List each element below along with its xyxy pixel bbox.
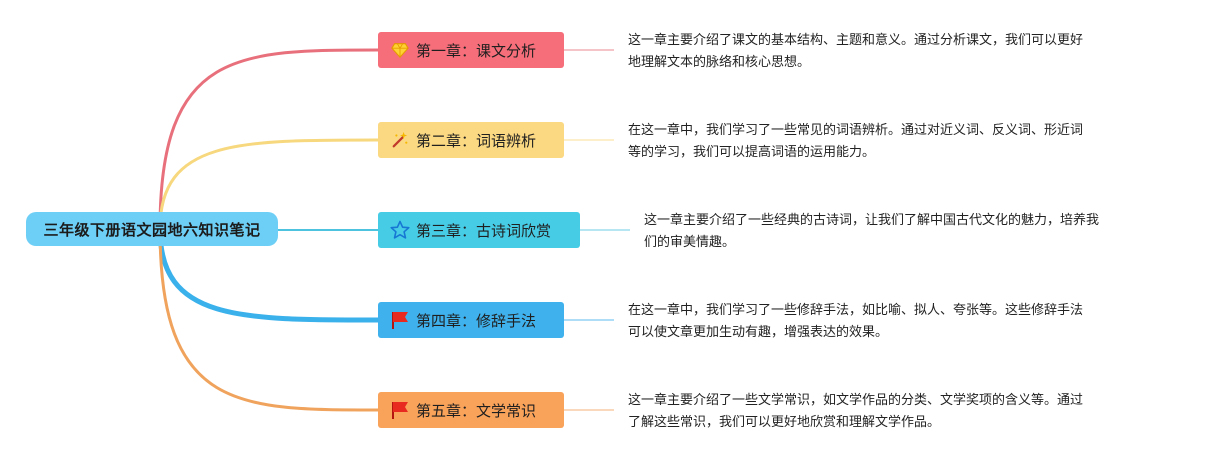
chapter-3-description: 这一章主要介绍了一些经典的古诗词，让我们了解中国古代文化的魅力，培养我 们的审美… <box>644 210 1099 254</box>
description-line: 可以使文章更加生动有趣，增强表达的效果。 <box>628 325 889 340</box>
chapter-5-label: 第五章：文学常识 <box>416 401 537 420</box>
branch-curve <box>158 48 380 231</box>
description-line: 们的审美情趣。 <box>644 235 736 250</box>
chapter-2-description: 在这一章中，我们学习了一些常见的词语辨析。通过对近义词、反义词、形近词 等的学习… <box>628 120 1083 164</box>
description-line: 这一章主要介绍了课文的基本结构、主题和意义。通过分析课文，我们可以更好 <box>628 33 1084 48</box>
description-line: 这一章主要介绍了一些经典的古诗词，让我们了解中国古代文化的魅力，培养我 <box>644 213 1100 228</box>
chapter-4-node[interactable]: 第四章：修辞手法 <box>378 302 564 338</box>
diamond-icon <box>390 40 410 60</box>
description-line: 这一章主要介绍了一些文学常识，如文学作品的分类、文学奖项的含义等。通过 <box>628 393 1084 408</box>
description-line: 在这一章中，我们学习了一些修辞手法，如比喻、拟人、夸张等。这些修辞手法 <box>628 303 1084 318</box>
star-icon <box>390 220 410 240</box>
description-line: 等的学习，我们可以提高词语的运用能力。 <box>628 145 876 160</box>
chapter-1-description: 这一章主要介绍了课文的基本结构、主题和意义。通过分析课文，我们可以更好 地理解文… <box>628 30 1083 74</box>
flag-icon <box>390 400 410 420</box>
chapter-2-node[interactable]: 第二章：词语辨析 <box>378 122 564 158</box>
branch-curve <box>158 227 380 412</box>
description-line: 在这一章中，我们学习了一些常见的词语辨析。通过对近义词、反义词、形近词 <box>628 123 1084 138</box>
root-topic[interactable]: 三年级下册语文园地六知识笔记 <box>26 212 278 246</box>
chapter-2-label: 第二章：词语辨析 <box>416 131 537 150</box>
description-line: 了解这些常识，我们可以更好地欣赏和理解文学作品。 <box>628 415 941 430</box>
root-topic-label: 三年级下册语文园地六知识笔记 <box>43 220 261 239</box>
chapter-1-label: 第一章：课文分析 <box>416 41 537 60</box>
chapter-3-label: 第三章：古诗词欣赏 <box>416 221 552 240</box>
branch-curve <box>157 226 381 323</box>
branch-curve <box>158 138 380 231</box>
chapter-5-description: 这一章主要介绍了一些文学常识，如文学作品的分类、文学奖项的含义等。通过 了解这些… <box>628 390 1083 434</box>
chapter-1-node[interactable]: 第一章：课文分析 <box>378 32 564 68</box>
chapter-5-node[interactable]: 第五章：文学常识 <box>378 392 564 428</box>
chapter-4-description: 在这一章中，我们学习了一些修辞手法，如比喻、拟人、夸张等。这些修辞手法 可以使文… <box>628 300 1083 344</box>
chapter-3-node[interactable]: 第三章：古诗词欣赏 <box>378 212 580 248</box>
magic-wand-icon <box>390 130 410 150</box>
flag-icon <box>390 310 410 330</box>
description-line: 地理解文本的脉络和核心思想。 <box>628 55 811 70</box>
chapter-4-label: 第四章：修辞手法 <box>416 311 537 330</box>
